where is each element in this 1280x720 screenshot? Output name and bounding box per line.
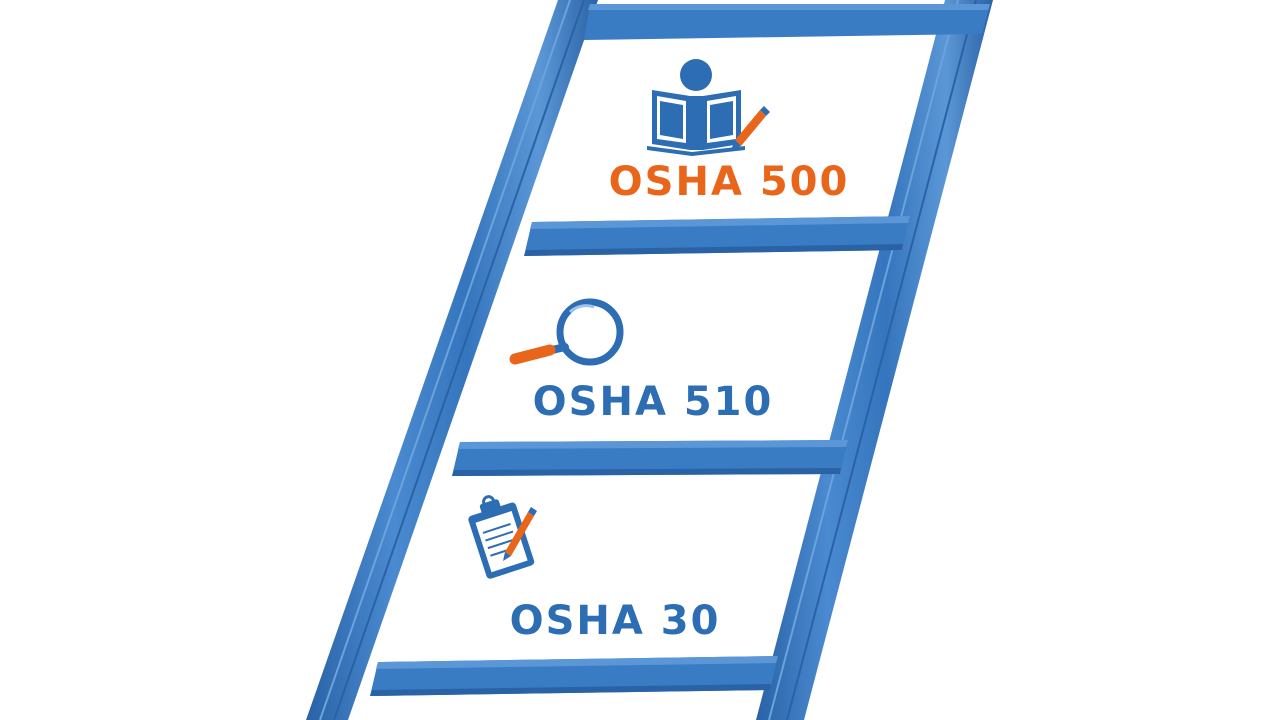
clipboard-pencil-icon (468, 495, 537, 579)
magnifying-glass-icon (509, 298, 624, 366)
ladder-left-rail (306, 0, 598, 720)
ladder-rung-3 (370, 656, 778, 696)
step-label-osha-510: OSHA 510 (532, 379, 774, 425)
pencil-icon (731, 106, 770, 150)
ladder-rung-2 (452, 440, 848, 476)
ladder-rung-top (584, 4, 990, 40)
ladder-right-rail (756, 0, 993, 720)
ladder-rung-1 (524, 216, 910, 256)
book-reader-icon (647, 59, 745, 156)
step-label-osha-30: OSHA 30 (509, 598, 721, 644)
step-label-osha-500: OSHA 500 (608, 159, 850, 205)
